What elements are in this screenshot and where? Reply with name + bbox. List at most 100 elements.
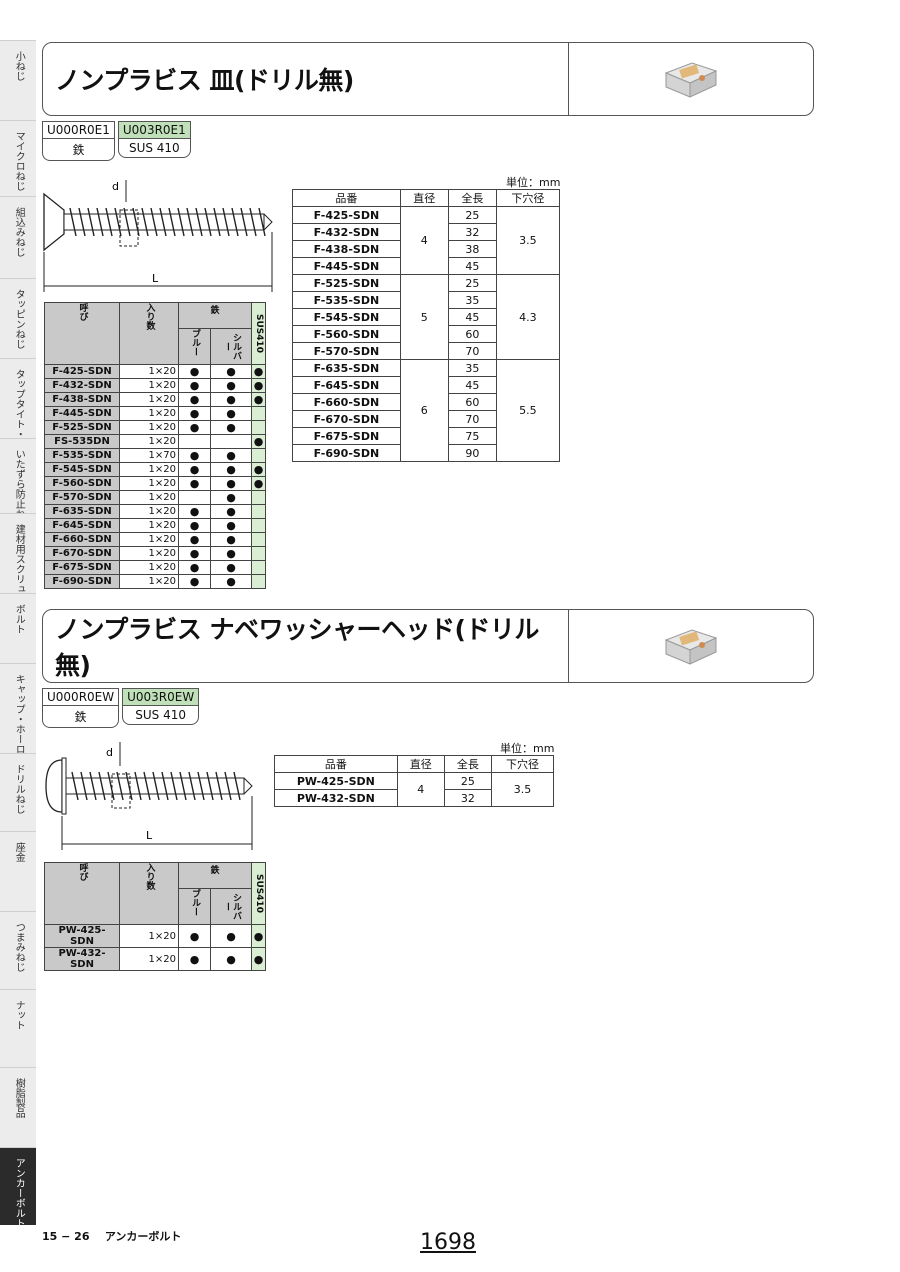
- part-number: F-645-SDN: [292, 376, 401, 394]
- availability-dot: ●: [178, 532, 211, 547]
- sidebar-tab[interactable]: タッピンねじ: [0, 278, 36, 358]
- section2-title: ノンプラビス ナベワッシャーヘッド(ドリル無): [55, 615, 539, 680]
- pilot-hole: 3.5: [495, 206, 561, 275]
- availability-dot: ●: [210, 504, 252, 519]
- spec-header: 下穴径: [495, 189, 561, 207]
- spec-header: 直径: [399, 189, 449, 207]
- avail-header-qty-text: 入り数: [144, 863, 155, 890]
- availability-dot: [210, 434, 252, 449]
- part-number: F-670-SDN: [292, 410, 401, 428]
- product-code: U003R0EW: [122, 688, 200, 706]
- sidebar-tab[interactable]: 樹脂製品: [0, 1067, 36, 1147]
- sidebar-tab[interactable]: マイクロねじ: [0, 120, 36, 196]
- part-number: F-635-SDN: [292, 359, 401, 377]
- package-box-icon: [664, 62, 718, 98]
- sidebar-tab[interactable]: つまみねじ: [0, 911, 36, 989]
- availability-dot: ●: [251, 434, 266, 449]
- quantity: 1×20: [119, 532, 179, 547]
- sidebar-tab[interactable]: 組込みねじ: [0, 196, 36, 278]
- sidebar-tab[interactable]: ナット: [0, 989, 36, 1067]
- availability-dot: ●: [178, 574, 211, 589]
- sidebar-tab-label: 樹脂製品: [13, 1078, 25, 1118]
- availability-dot: ●: [210, 546, 252, 561]
- availability-dot: ●: [210, 924, 252, 948]
- availability-dot: ●: [210, 476, 252, 491]
- sidebar-tab-label: キャップ・ホーロー: [13, 674, 25, 753]
- availability-dot: ●: [251, 462, 266, 477]
- sidebar-tab-label: 座金: [13, 842, 25, 862]
- dim-l-label: L: [152, 272, 159, 285]
- part-number: F-645-SDN: [44, 518, 120, 533]
- length: 45: [447, 308, 497, 326]
- part-number: F-570-SDN: [44, 490, 120, 505]
- sidebar-tab[interactable]: 小ねじ: [0, 40, 36, 120]
- sidebar-tab[interactable]: アンカーボルト: [0, 1147, 36, 1225]
- product-code: U003R0E1: [117, 121, 191, 139]
- availability-dot: ●: [210, 462, 252, 477]
- section2-package-image: [568, 610, 813, 682]
- length: 70: [447, 342, 497, 360]
- availability-dot: ●: [178, 518, 211, 533]
- availability-dot: ●: [178, 924, 211, 948]
- part-number: F-560-SDN: [44, 476, 120, 491]
- product-code: U000R0EW: [42, 688, 120, 706]
- sidebar-tab-label: いたずら防止ねじ: [13, 449, 25, 513]
- sidebar-tab[interactable]: 座金: [0, 831, 36, 911]
- part-number: FS-535DN: [44, 434, 120, 449]
- length: 25: [447, 274, 497, 292]
- part-number: F-535-SDN: [292, 291, 401, 309]
- diameter: 4: [399, 206, 449, 275]
- part-number: F-438-SDN: [44, 392, 120, 407]
- avail-header-blue-text: ブルー: [190, 889, 200, 916]
- part-number: F-445-SDN: [292, 257, 401, 275]
- part-number: F-690-SDN: [44, 574, 120, 589]
- pilot-hole: 4.3: [495, 274, 561, 360]
- availability-dot: ●: [210, 378, 252, 393]
- sidebar-tab[interactable]: 建材用スクリュー: [0, 513, 36, 593]
- sidebar-tab[interactable]: いたずら防止ねじ: [0, 438, 36, 513]
- avail-header-qty-text: 入り数: [144, 303, 155, 330]
- page-number: 1698: [420, 1230, 476, 1255]
- avail-header-silver-text: シルバー: [222, 893, 241, 920]
- sidebar-tab-label: 小ねじ: [13, 51, 25, 81]
- availability-dot: ●: [251, 947, 266, 971]
- spec-header: 全長: [447, 189, 497, 207]
- sidebar-tab[interactable]: タップタイト・ハイテクねじ: [0, 358, 36, 438]
- spec-header: 直径: [396, 755, 445, 773]
- length: 75: [447, 427, 497, 445]
- sidebar-tab[interactable]: ボルト: [0, 593, 36, 663]
- part-number: PW-425-SDN: [44, 924, 120, 948]
- avail-header-silver: シルバー: [210, 328, 252, 365]
- spec-header: 全長: [443, 755, 493, 773]
- sidebar-tab[interactable]: キャップ・ホーロー: [0, 663, 36, 753]
- dim-d-label: d: [112, 180, 119, 193]
- material: 鉄: [42, 706, 120, 728]
- sidebar-tab-label: 建材用スクリュー: [13, 524, 25, 593]
- section2-title-box: ノンプラビス ナベワッシャーヘッド(ドリル無): [42, 609, 814, 683]
- sidebar-tab[interactable]: ドリルねじ: [0, 753, 36, 831]
- length: 45: [447, 376, 497, 394]
- availability-dot: [178, 434, 211, 449]
- availability-dot: ●: [178, 448, 211, 463]
- avail-header-silver-text: シルバー: [222, 333, 241, 360]
- availability-dot: ●: [251, 476, 266, 491]
- quantity: 1×20: [119, 560, 179, 575]
- category-sidebar: 小ねじマイクロねじ組込みねじタッピンねじタップタイト・ハイテクねじいたずら防止ね…: [0, 40, 36, 1225]
- quantity: 1×20: [119, 546, 179, 561]
- availability-dot: ●: [178, 560, 211, 575]
- avail-header-sus-text: SUS410: [254, 313, 264, 354]
